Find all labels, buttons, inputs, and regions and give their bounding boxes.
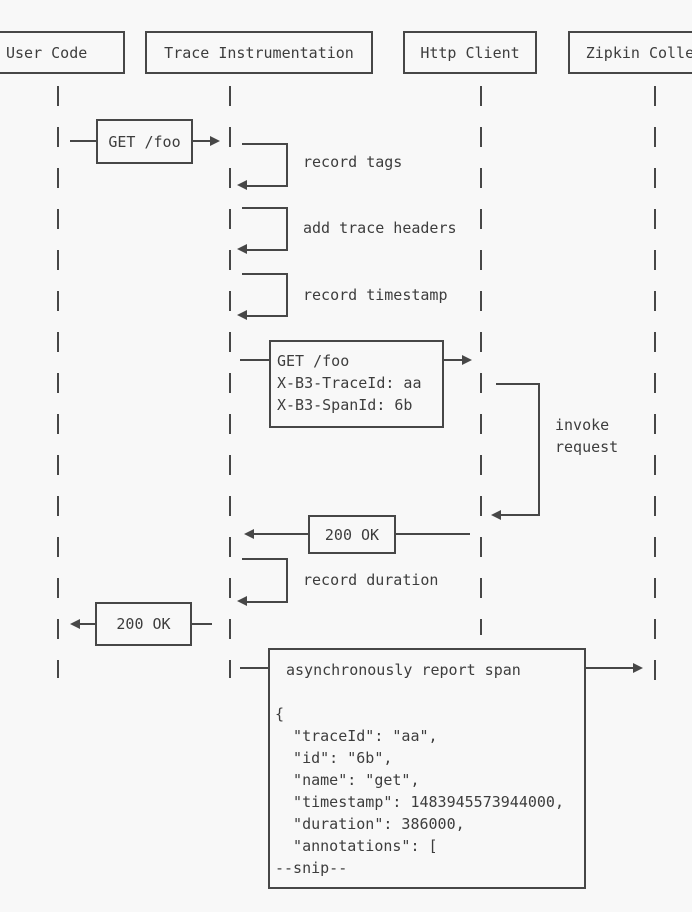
participant-box-zipkin-collector: Zipkin Collector xyxy=(568,31,692,74)
message-label-http-request-traceid: X-B3-TraceId: aa xyxy=(277,374,422,392)
span-json-line: --snip-- xyxy=(275,859,348,877)
arrowhead-right-icon xyxy=(210,136,220,146)
span-json-line: "name": "get", xyxy=(275,771,420,789)
message-line-ok2-left xyxy=(80,623,95,625)
label-record-duration: record duration xyxy=(303,571,439,589)
arrowhead-right-icon xyxy=(633,663,643,673)
participant-box-user-code: User Code xyxy=(0,31,125,74)
lifeline-trace-instrumentation xyxy=(229,86,231,678)
participant-box-trace-instrumentation: Trace Instrumentation xyxy=(145,31,373,74)
self-loop-record-tags xyxy=(242,143,288,187)
message-label-200-ok-user: 200 OK xyxy=(116,615,171,633)
message-box-report-span: asynchronously report span { "traceId": … xyxy=(268,648,586,889)
span-json-line: "timestamp": 1483945573944000, xyxy=(275,793,564,811)
lifeline-zipkin-collector xyxy=(654,86,656,690)
self-loop-invoke-request xyxy=(496,383,540,516)
label-record-timestamp: record timestamp xyxy=(303,286,448,304)
self-loop-add-trace-headers xyxy=(242,207,288,251)
lifeline-user-code xyxy=(57,86,59,678)
arrowhead-left-icon xyxy=(70,619,80,629)
message-label-report-span: asynchronously report span xyxy=(286,661,521,679)
arrowhead-left-icon xyxy=(237,596,247,606)
arrowhead-left-icon xyxy=(237,310,247,320)
label-add-trace-headers: add trace headers xyxy=(303,219,457,237)
lifeline-http-client xyxy=(480,86,482,635)
span-json-line: "traceId": "aa", xyxy=(275,727,438,745)
message-line-ok1-left xyxy=(254,533,308,535)
message-box-200-ok-user: 200 OK xyxy=(95,602,192,646)
span-json-line: { xyxy=(275,705,285,723)
message-line-report-right xyxy=(586,667,633,669)
label-invoke: invoke xyxy=(555,416,610,434)
message-line-http-request-left xyxy=(240,359,269,361)
arrowhead-left-icon xyxy=(244,529,254,539)
span-json-line: "duration": 386000, xyxy=(275,815,465,833)
participant-label-user-code: User Code xyxy=(6,43,88,62)
arrowhead-right-icon xyxy=(462,355,472,365)
message-line-get-foo-right xyxy=(193,140,210,142)
message-line-ok1-right xyxy=(396,533,470,535)
message-label-200-ok-http: 200 OK xyxy=(324,525,380,544)
arrowhead-left-icon xyxy=(491,510,501,520)
message-label-get-foo: GET /foo xyxy=(108,132,181,151)
participant-label-trace-instrumentation: Trace Instrumentation xyxy=(164,43,354,62)
message-box-get-foo: GET /foo xyxy=(96,119,193,164)
message-line-ok2-right xyxy=(192,623,212,625)
message-box-200-ok-http: 200 OK xyxy=(308,515,396,554)
arrowhead-left-icon xyxy=(237,180,247,190)
span-json-line: "id": "6b", xyxy=(275,749,393,767)
self-loop-record-duration xyxy=(242,558,288,603)
participant-box-http-client: Http Client xyxy=(403,31,537,74)
message-box-http-request: GET /foo X-B3-TraceId: aa X-B3-SpanId: 6… xyxy=(269,340,444,428)
span-json-payload: { "traceId": "aa", "id": "6b", "name": "… xyxy=(275,703,564,879)
arrowhead-left-icon xyxy=(237,244,247,254)
message-line-get-foo-left xyxy=(70,140,96,142)
participant-label-zipkin-collector: Zipkin Collector xyxy=(585,43,692,62)
span-json-line: "annotations": [ xyxy=(275,837,438,855)
message-label-http-request-method: GET /foo xyxy=(277,352,350,370)
message-label-http-request-spanid: X-B3-SpanId: 6b xyxy=(277,396,413,414)
message-line-report-left xyxy=(240,667,268,669)
label-request: request xyxy=(555,438,619,456)
participant-label-http-client: Http Client xyxy=(420,43,520,62)
label-record-tags: record tags xyxy=(303,153,403,171)
self-loop-record-timestamp xyxy=(242,273,288,317)
message-line-http-request-right xyxy=(444,359,462,361)
